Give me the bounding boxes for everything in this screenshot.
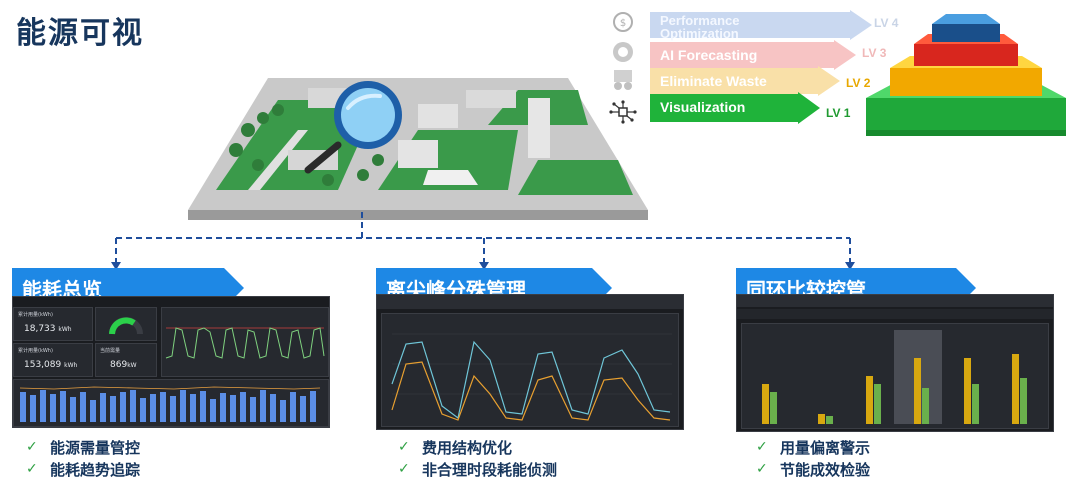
peak-management-dashboard [376,294,684,430]
bullet-item: ✓能源需量管控 [26,438,141,457]
daily-usage-bar-panel [13,379,329,427]
demand-trend-line [165,327,325,359]
level-1-label: LV 1 [826,106,851,120]
optimization-cycle-icon: $ [613,12,633,32]
svg-text:$: $ [620,18,626,29]
check-icon: ✓ [26,439,38,455]
ai-brain-icon [613,42,633,62]
peak-valley-line-chart [391,333,672,421]
bullet-item: ✓节能成效检验 [756,460,871,479]
kpi-card-demand: 当前需量 869kW [95,343,157,377]
campus-map-illustration [188,78,648,220]
section-3-bullets: ✓用量偏离警示 ✓节能成效检验 [756,436,870,480]
comparison-dashboard [736,294,1054,432]
dashboard-toolbar [377,295,683,309]
level-2-arrow: Eliminate Waste [650,66,840,96]
level-4-arrow: Performance Optimization [650,10,872,40]
bullet-item: ✓非合理时段耗能侦测 [398,460,558,479]
kpi-card-usage: 累计用量(kWh) 18,733 kWh [13,307,93,341]
kpi-gauge [95,307,157,341]
check-icon: ✓ [26,461,38,477]
check-icon: ✓ [398,439,410,455]
section-1-bullets: ✓能源需量管控 ✓能耗趋势追踪 [26,436,140,480]
daily-usage-bars [19,386,321,422]
page-title: 能源可视 [16,16,144,51]
level-2-label: LV 2 [846,76,871,90]
energy-overview-dashboard: 累计用量(kWh) 18,733 kWh 累计用量(kWh) 153,089 k… [12,296,330,428]
check-icon: ✓ [756,439,768,455]
kpi-card-total: 累计用量(kWh) 153,089 kWh [13,343,93,377]
filter-bar [737,309,1053,319]
comparison-chart-panel [741,323,1049,429]
network-visualization-icon [609,100,637,124]
dashboard-toolbar [737,295,1053,307]
level-3-arrow: AI Forecasting [650,40,856,70]
bullet-item: ✓费用结构优化 [398,438,513,457]
peak-chart-panel [381,313,679,427]
level-4-label: LV 4 [874,16,899,30]
demand-trend-panel [161,307,329,377]
bullet-item: ✓用量偏离警示 [756,438,871,457]
waste-people-icon [614,70,632,90]
level-1-arrow: Visualization [650,92,820,124]
bullet-item: ✓能耗趋势追踪 [26,460,141,479]
level-3-label: LV 3 [862,46,887,60]
maturity-pyramid [866,14,1066,136]
magnifier-icon [304,81,402,174]
year-over-year-bar-chart [762,330,1027,424]
check-icon: ✓ [756,461,768,477]
demand-gauge-icon [109,317,143,335]
section-2-bullets: ✓费用结构优化 ✓非合理时段耗能侦测 [398,436,557,480]
check-icon: ✓ [398,461,410,477]
